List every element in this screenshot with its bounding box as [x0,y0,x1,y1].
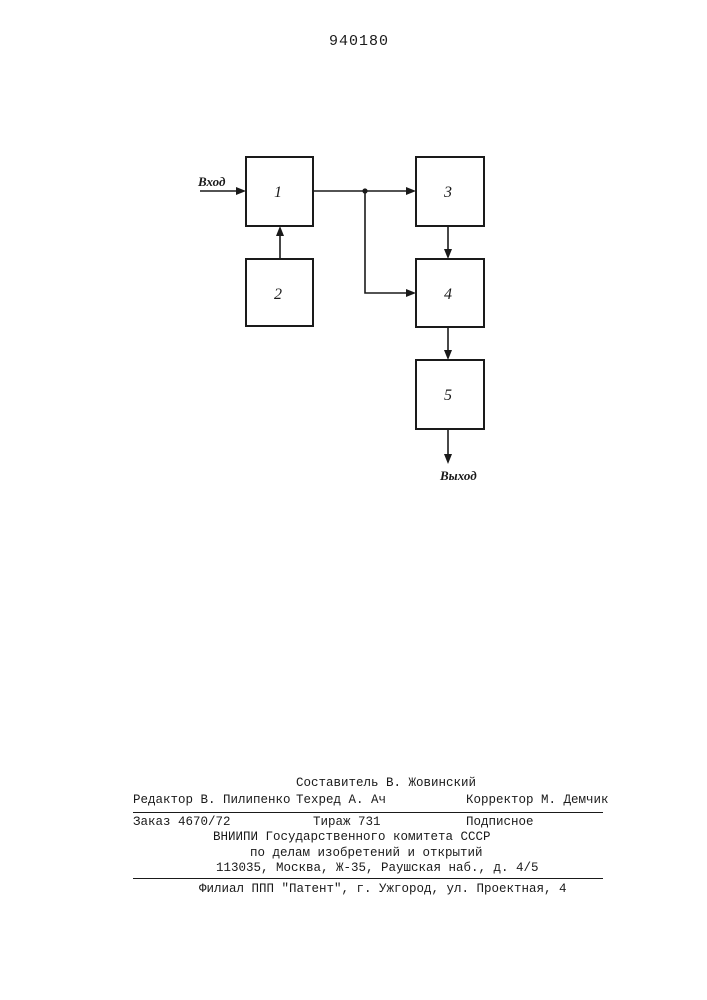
wire-junction-to-4 [365,191,410,293]
input-label: Вход [197,174,226,189]
arrow-1-to-3 [406,187,416,195]
block-3-label: 3 [443,184,452,201]
rule-top [133,812,603,813]
block-2-label: 2 [274,286,282,303]
circulation-line: Тираж 731 [313,815,381,829]
corrector-line: Корректор М. Демчик [466,793,609,807]
order-line: Заказ 4670/72 [133,815,231,829]
arrow-3-to-4 [444,249,452,259]
input-arrow [236,187,246,195]
techred-line: Техред А. Ач [296,793,386,807]
arrow-4-to-5 [444,350,452,360]
branch-line: Филиал ППП "Патент", г. Ужгород, ул. Про… [199,882,567,896]
compiler-line: Составитель В. Жовинский [296,776,476,790]
address-line: 113035, Москва, Ж-35, Раушская наб., д. … [216,861,539,875]
block-1-label: 1 [274,184,282,201]
org-line-1: ВНИИПИ Государственного комитета СССР [213,830,491,844]
output-label: Выход [439,468,477,483]
editor-line: Редактор В. Пилипенко [133,793,291,807]
arrow-2-to-1 [276,226,284,236]
rule-bottom [133,878,603,879]
block-5-label: 5 [444,387,452,404]
block-4-label: 4 [444,286,452,303]
arrow-junction-to-4 [406,289,416,297]
subscription-line: Подписное [466,815,534,829]
output-arrow [444,454,452,464]
org-line-2: по делам изобретений и открытий [250,846,483,860]
